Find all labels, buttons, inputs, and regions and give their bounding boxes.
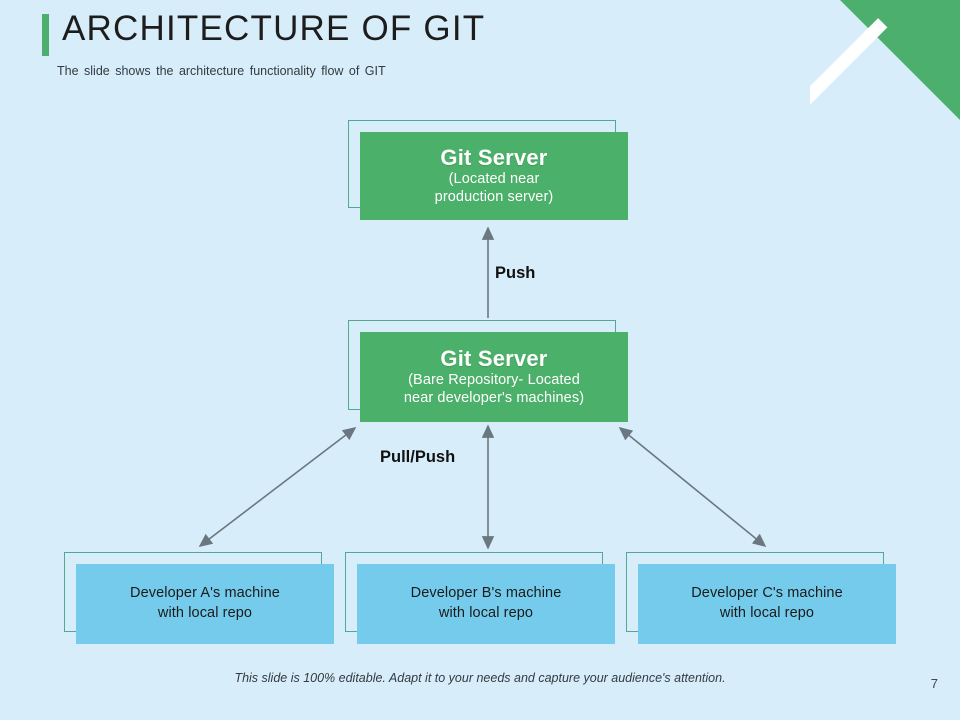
connector-label-push: Push <box>495 264 536 282</box>
node-body: Git Server (Bare Repository- Located nea… <box>360 332 628 422</box>
node-text-line1: Developer C's machine <box>691 585 843 602</box>
node-developer-a-machine[interactable]: Developer A's machine with local repo <box>64 552 334 644</box>
page-subtitle: The slide shows the architecture functio… <box>57 64 386 78</box>
node-subtitle-line1: (Bare Repository- Located <box>408 372 580 389</box>
white-diagonal-stripe <box>810 0 941 117</box>
node-text-line1: Developer B's machine <box>410 585 562 602</box>
page-number: 7 <box>930 676 938 691</box>
green-triangle-shape <box>834 0 960 126</box>
green-triangle-inner-shape <box>854 0 960 106</box>
node-body: Developer A's machine with local repo <box>76 564 334 644</box>
title-accent-bar <box>42 14 49 56</box>
node-git-server-bare-repository[interactable]: Git Server (Bare Repository- Located nea… <box>348 320 628 422</box>
corner-decoration <box>810 0 960 130</box>
footer-note: This slide is 100% editable. Adapt it to… <box>234 671 726 685</box>
node-body: Developer C's machine with local repo <box>638 564 896 644</box>
node-git-server-production[interactable]: Git Server (Located near production serv… <box>348 120 628 220</box>
node-developer-b-machine[interactable]: Developer B's machine with local repo <box>345 552 615 644</box>
connector-pull-push-right <box>618 426 767 548</box>
node-text-line2: with local repo <box>719 605 815 621</box>
node-text-line2: with local repo <box>438 605 534 621</box>
node-title: Git Server <box>440 144 548 170</box>
node-developer-c-machine[interactable]: Developer C's machine with local repo <box>626 552 896 644</box>
node-body: Git Server (Located near production serv… <box>360 132 628 220</box>
connector-pull-push-left <box>198 427 357 547</box>
node-subtitle-line2: production server) <box>434 189 554 206</box>
node-text-line2: with local repo <box>157 605 253 621</box>
node-text-line1: Developer A's machine <box>130 585 280 602</box>
node-subtitle-line1: (Located near <box>448 171 540 188</box>
connector-label-pull-push: Pull/Push <box>380 448 456 466</box>
page-title: ARCHITECTURE OF GIT <box>62 9 486 48</box>
node-body: Developer B's machine with local repo <box>357 564 615 644</box>
node-subtitle-line2: near developer's machines) <box>403 390 585 407</box>
node-title: Git Server <box>440 345 548 371</box>
